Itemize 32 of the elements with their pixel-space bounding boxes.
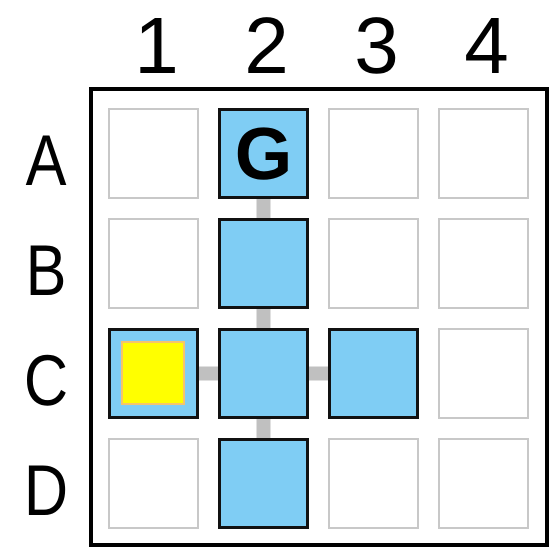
filled-square — [328, 328, 419, 419]
empty-square — [108, 108, 199, 199]
connector-bar — [199, 366, 218, 380]
highlight-square — [121, 341, 185, 405]
empty-square — [328, 438, 419, 529]
empty-square — [438, 438, 529, 529]
cell-letter: G — [234, 116, 292, 190]
filled-square — [218, 218, 309, 309]
empty-square — [108, 438, 199, 529]
empty-square — [108, 218, 199, 309]
row-label: D — [24, 455, 68, 527]
column-label: 3 — [354, 6, 399, 86]
row-label: B — [26, 235, 66, 307]
column-label: 1 — [134, 6, 179, 86]
row-label: C — [24, 345, 68, 417]
empty-square — [328, 218, 419, 309]
grid-frame — [89, 87, 549, 547]
row-label: A — [26, 125, 66, 197]
empty-square — [438, 218, 529, 309]
filled-square — [218, 438, 309, 529]
filled-square — [218, 328, 309, 419]
empty-square — [438, 108, 529, 199]
connector-bar — [256, 199, 270, 218]
empty-square — [328, 108, 419, 199]
column-label: 4 — [464, 6, 509, 86]
connector-bar — [309, 366, 328, 380]
filled-square — [108, 328, 199, 419]
connector-bar — [256, 419, 270, 438]
connector-bar — [256, 309, 270, 328]
column-label: 2 — [244, 6, 289, 86]
empty-square — [438, 328, 529, 419]
filled-square — [218, 108, 309, 199]
